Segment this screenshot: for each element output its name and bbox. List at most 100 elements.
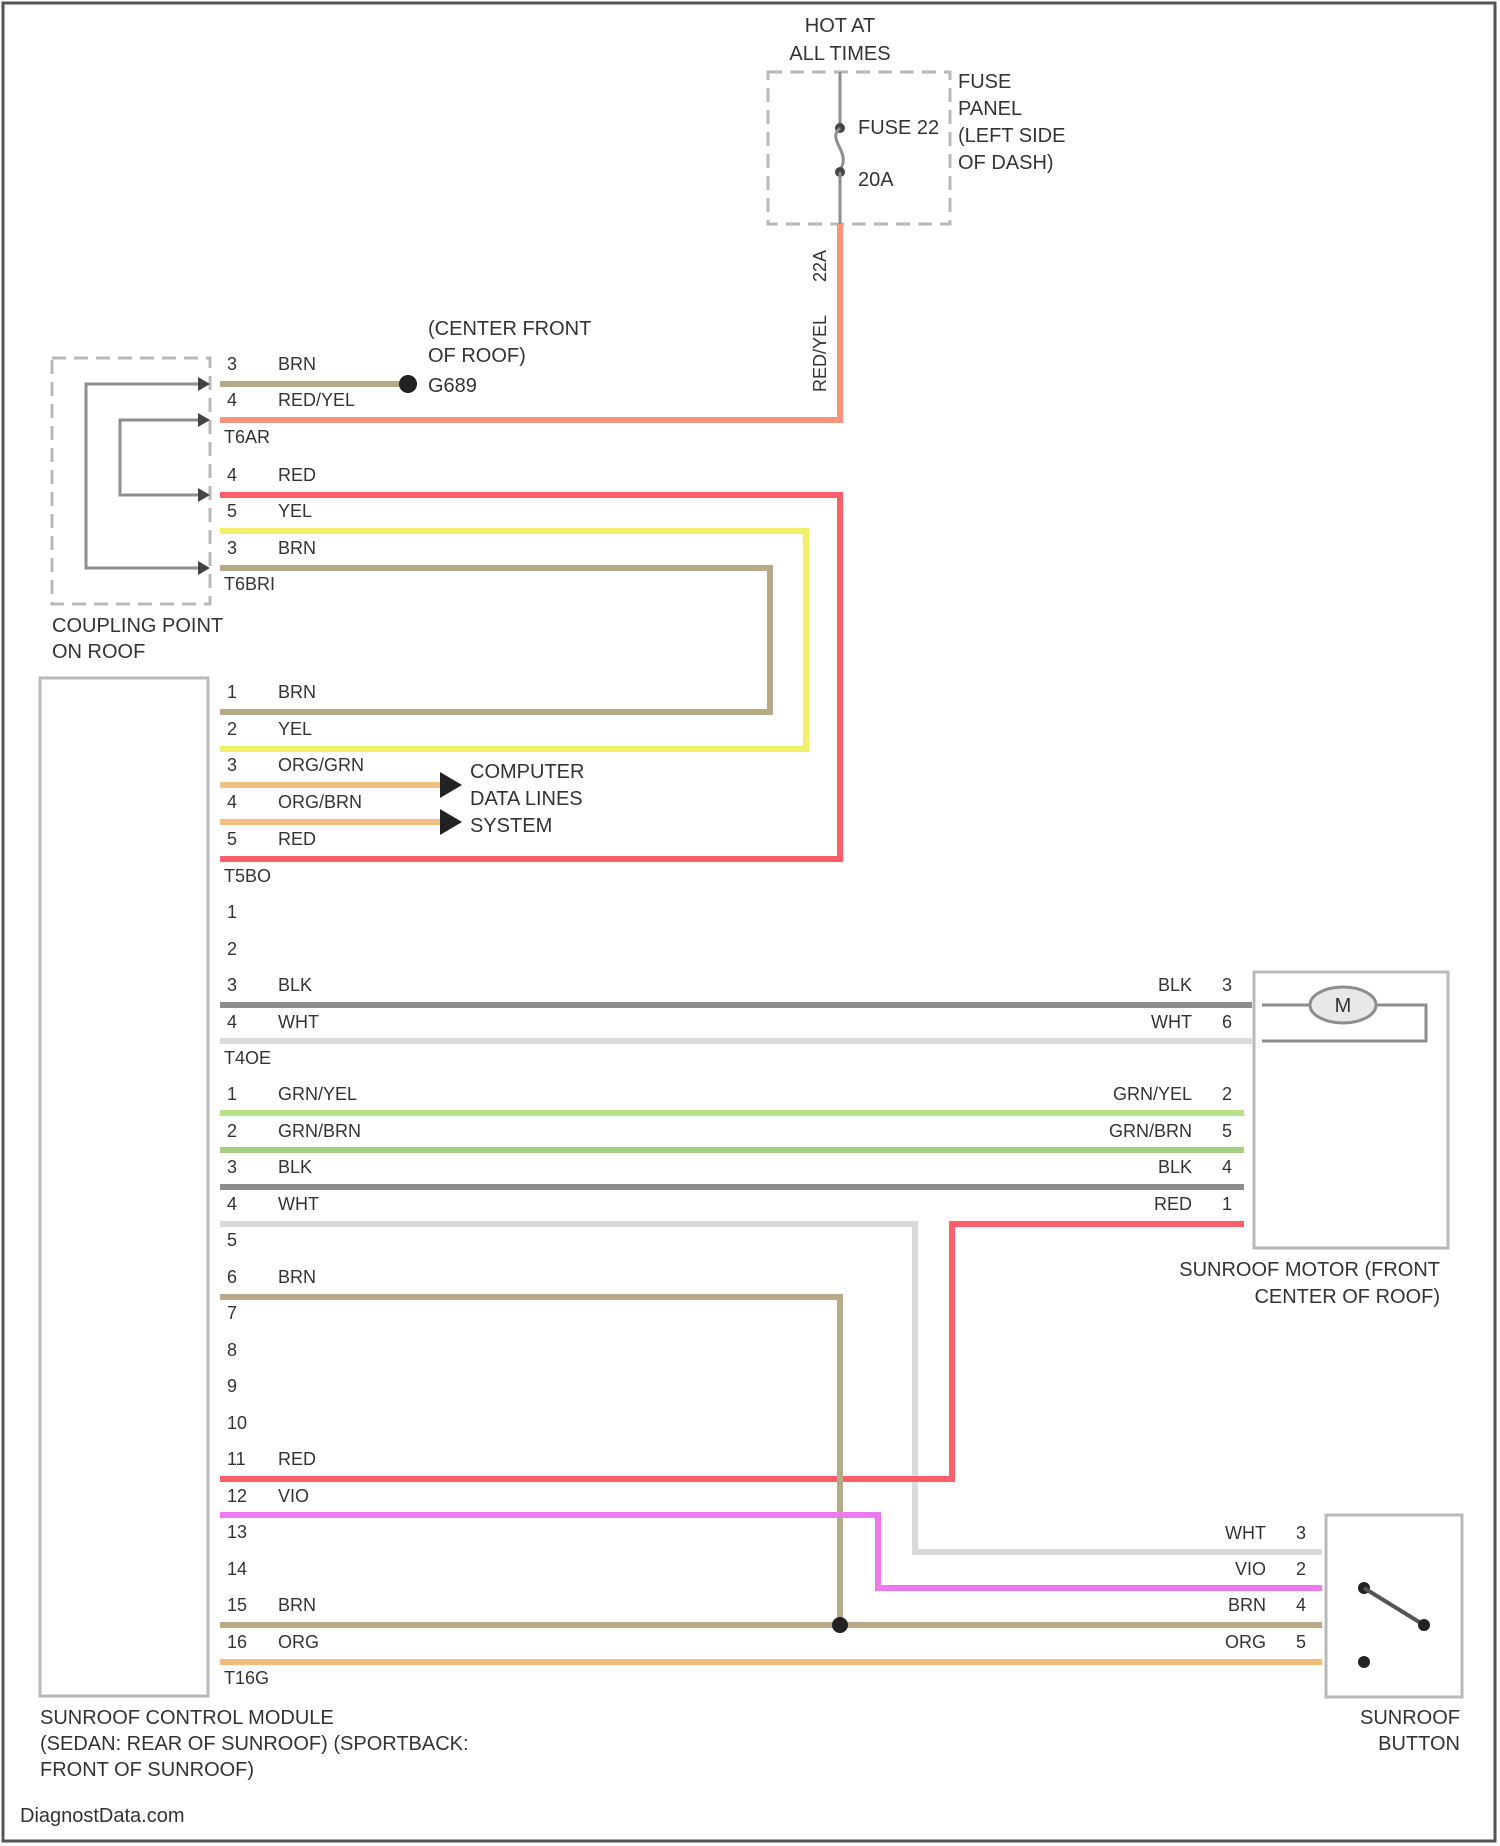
switch-contact-right (1418, 1619, 1430, 1631)
fuse-panel-label-3: (LEFT SIDE (958, 125, 1065, 147)
coupling-jumper-inner (120, 420, 206, 495)
module-c3-pin3: 3 (227, 1157, 237, 1177)
module-label-2: (SEDAN: REAR OF SUNROOF) (SPORTBACK: (40, 1733, 469, 1755)
module-c2-pin4: 4 (227, 1012, 237, 1032)
module-c2-wire3: BLK (278, 975, 312, 995)
module-c3-pin2: 2 (227, 1121, 237, 1141)
module-c3-wire4: WHT (278, 1194, 319, 1214)
button-wire-5: ORG (1225, 1632, 1266, 1652)
coupling-pin-b4: 4 (227, 465, 237, 485)
button-pin-2: 2 (1296, 1559, 1306, 1579)
motor-wire-2: GRN/YEL (1113, 1084, 1192, 1104)
wire-wht-button (220, 1224, 1322, 1552)
fuse-element (836, 128, 844, 170)
button-wire-4: BRN (1228, 1595, 1266, 1615)
coupling-pin-b3: 3 (227, 538, 237, 558)
motor-label-2: CENTER OF ROOF) (1254, 1286, 1440, 1308)
coupling-pin-icon-b4 (198, 488, 210, 502)
module-c3-wire11: RED (278, 1449, 316, 1469)
coupling-pin-icon-a3 (198, 377, 210, 391)
wire-red-motor (220, 1224, 1244, 1479)
module-c3-wire12: VIO (278, 1486, 309, 1506)
coupling-wire-a4: RED/YEL (278, 390, 355, 410)
module-c3-pin12: 12 (227, 1486, 247, 1506)
arrow-icon-2 (440, 809, 462, 835)
module-c1-wire4: ORG/BRN (278, 792, 362, 812)
coupling-pin-icon-a4 (198, 413, 210, 427)
module-c3-pin10: 10 (227, 1413, 247, 1433)
wire-yel-coupling (220, 531, 806, 749)
motor-wire-4: BLK (1158, 1157, 1192, 1177)
module-c3-wire16: ORG (278, 1632, 319, 1652)
motor-pin-3: 3 (1222, 975, 1232, 995)
module-label-1: SUNROOF CONTROL MODULE (40, 1707, 334, 1729)
button-pin-5: 5 (1296, 1632, 1306, 1652)
button-wire-2: VIO (1235, 1559, 1266, 1579)
module-c1-wire3: ORG/GRN (278, 755, 364, 775)
fuse-panel: HOT AT ALL TIMES FUSE 22 20A FUSE PANEL … (768, 15, 1065, 392)
hot-label-line1: HOT AT (805, 15, 875, 37)
module-conn2: T4OE (224, 1048, 271, 1068)
module-c3-pin14: 14 (227, 1559, 247, 1579)
fuse-wire-label: RED/YEL (810, 315, 830, 392)
module-c3-pin13: 13 (227, 1522, 247, 1542)
module-c2-pin3: 3 (227, 975, 237, 995)
module-c3-pin7: 7 (227, 1303, 237, 1323)
motor-wire-1: RED (1154, 1194, 1192, 1214)
motor-symbol: M (1335, 995, 1352, 1017)
module-c2-pin1: 1 (227, 902, 237, 922)
fuse-panel-label-2: PANEL (958, 98, 1022, 120)
motor-pin-5: 5 (1222, 1121, 1232, 1141)
fuse-panel-label-1: FUSE (958, 71, 1011, 93)
button-pin-3: 3 (1296, 1523, 1306, 1543)
module-c3-wire15: BRN (278, 1595, 316, 1615)
motor-pin-1: 1 (1222, 1194, 1232, 1214)
coupling-pin-a3: 3 (227, 354, 237, 374)
module-c3-pin1: 1 (227, 1084, 237, 1104)
ground-g689: (CENTER FRONT OF ROOF) G689 (399, 318, 591, 397)
motor-wire-5: GRN/BRN (1109, 1121, 1192, 1141)
module-c3-pin9: 9 (227, 1376, 237, 1396)
motor-wire-6: WHT (1151, 1012, 1192, 1032)
coupling-pin-icon-b3 (198, 561, 210, 575)
module-c3-wire1: GRN/YEL (278, 1084, 357, 1104)
module-conn1: T5BO (224, 866, 271, 886)
module-c1-wire5: RED (278, 829, 316, 849)
button-label-2: BUTTON (1378, 1733, 1460, 1755)
coupling-wire-b3: BRN (278, 538, 316, 558)
switch-contact-bottom (1358, 1656, 1370, 1668)
button-label-1: SUNROOF (1360, 1707, 1460, 1729)
coupling-jumper-outer (86, 384, 206, 568)
module-c3-wire3: BLK (278, 1157, 312, 1177)
module-c3-pin4: 4 (227, 1194, 237, 1214)
motor-pin-4: 4 (1222, 1157, 1232, 1177)
module-c2-pin2: 2 (227, 939, 237, 959)
coupling-conn-a: T6AR (224, 427, 270, 447)
coupling-wire-b4: RED (278, 465, 316, 485)
motor-pin-2: 2 (1222, 1084, 1232, 1104)
coupling-conn-b: T6BRI (224, 574, 275, 594)
coupling-label-2: ON ROOF (52, 641, 145, 663)
coupling-label-1: COUPLING POINT (52, 615, 223, 637)
module-c3-pin11: 11 (227, 1449, 246, 1469)
fuse-panel-outline (768, 72, 950, 224)
module-c3-pin15: 15 (227, 1595, 247, 1615)
motor-wire-3: BLK (1158, 975, 1192, 995)
module-c1-wire1: BRN (278, 682, 316, 702)
module-c1-pin5: 5 (227, 829, 237, 849)
coupling-point: 3 BRN 4 RED/YEL T6AR 4 RED 5 YEL 3 BRN T… (52, 354, 355, 663)
button-wire-3: WHT (1225, 1523, 1266, 1543)
module-c3-wire6: BRN (278, 1267, 316, 1287)
coupling-pin-a4: 4 (227, 390, 237, 410)
coupling-wire-b5: YEL (278, 501, 312, 521)
data-lines-label-3: SYSTEM (470, 815, 552, 837)
module-c3-pin16: 16 (227, 1632, 247, 1652)
module-c2-wire4: WHT (278, 1012, 319, 1032)
module-c3-wire2: GRN/BRN (278, 1121, 361, 1141)
data-lines-label-1: COMPUTER (470, 761, 584, 783)
module-box (40, 678, 208, 1696)
module-c1-pin4: 4 (227, 792, 237, 812)
ground-location-1: (CENTER FRONT (428, 318, 591, 340)
module-c3-pin5: 5 (227, 1230, 237, 1250)
